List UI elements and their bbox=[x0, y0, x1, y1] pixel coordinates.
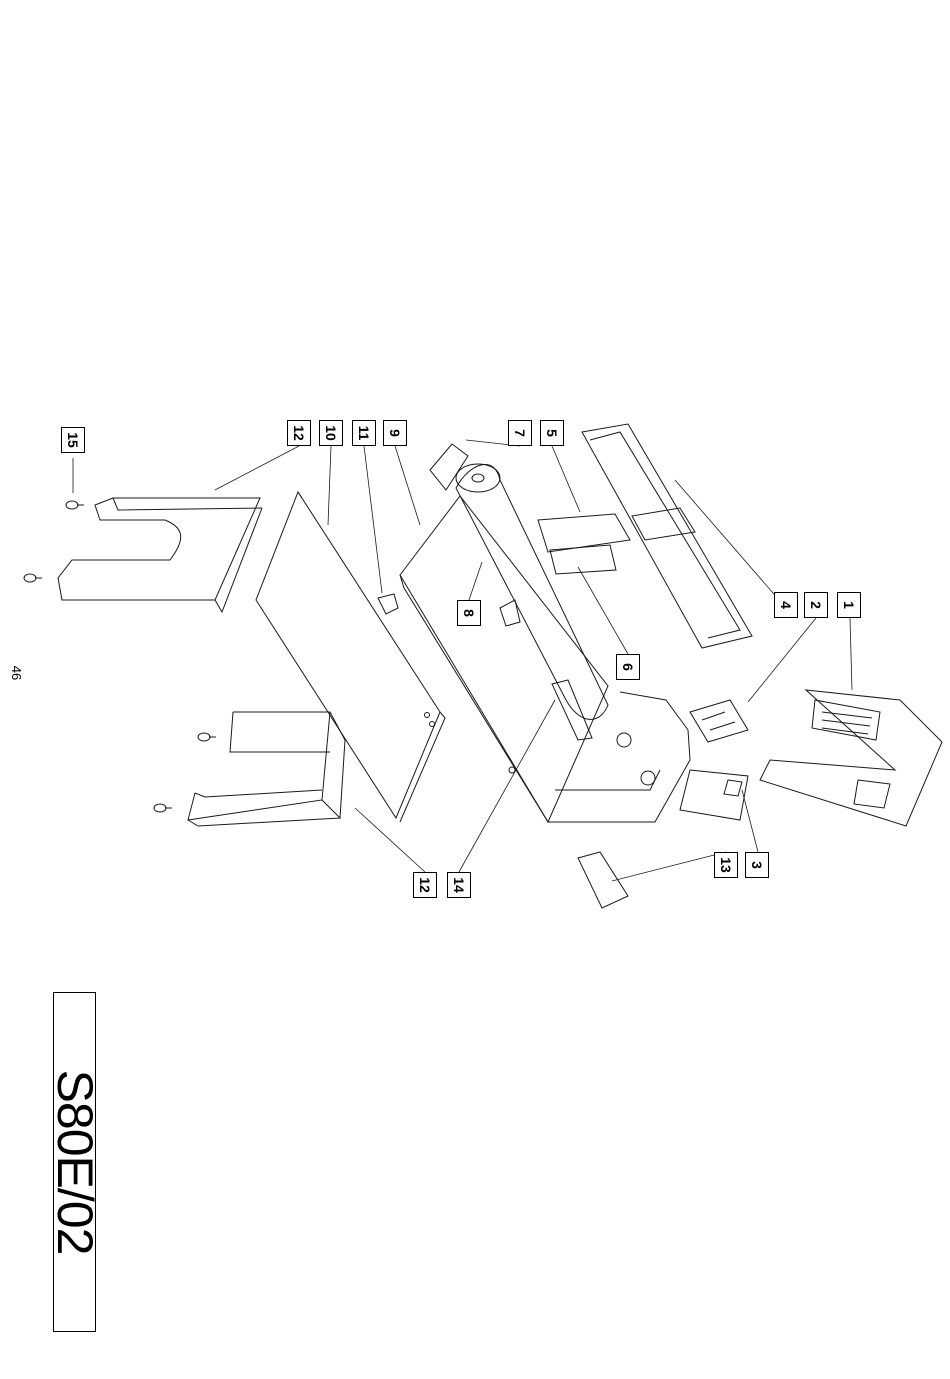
angle-bracket bbox=[578, 852, 628, 908]
callout-10: 10 bbox=[319, 420, 343, 446]
base-plate bbox=[256, 492, 445, 822]
callout-12-lower: 12 bbox=[413, 872, 437, 898]
callout-8: 8 bbox=[457, 600, 481, 626]
callout-15: 15 bbox=[61, 427, 85, 453]
callout-7: 7 bbox=[508, 420, 532, 446]
callout-9: 9 bbox=[383, 420, 407, 446]
callout-13: 13 bbox=[714, 852, 738, 878]
callout-4: 4 bbox=[774, 592, 798, 618]
leg-frame-lower bbox=[188, 712, 345, 826]
hinge-bracket bbox=[690, 700, 748, 742]
leveling-feet bbox=[24, 501, 216, 812]
roller bbox=[456, 464, 608, 719]
roller-end-cap bbox=[430, 444, 468, 490]
frame-insert bbox=[552, 680, 592, 740]
mounting-plate bbox=[680, 770, 748, 820]
callout-6: 6 bbox=[616, 654, 640, 680]
callout-12-upper: 12 bbox=[287, 420, 311, 446]
callout-5: 5 bbox=[540, 420, 564, 446]
callout-14: 14 bbox=[447, 872, 471, 898]
model-title: S80E/02 bbox=[46, 1070, 104, 1255]
callout-3: 3 bbox=[745, 852, 769, 878]
top-cover bbox=[582, 424, 752, 648]
callout-11: 11 bbox=[352, 420, 376, 446]
vented-cover bbox=[760, 690, 942, 826]
callout-1: 1 bbox=[837, 592, 861, 618]
roller-support-brackets bbox=[500, 514, 630, 626]
leg-frame-upper bbox=[58, 498, 262, 612]
small-bracket bbox=[378, 594, 398, 614]
callout-2: 2 bbox=[804, 592, 828, 618]
model-title-box: S80E/02 bbox=[53, 992, 96, 1332]
